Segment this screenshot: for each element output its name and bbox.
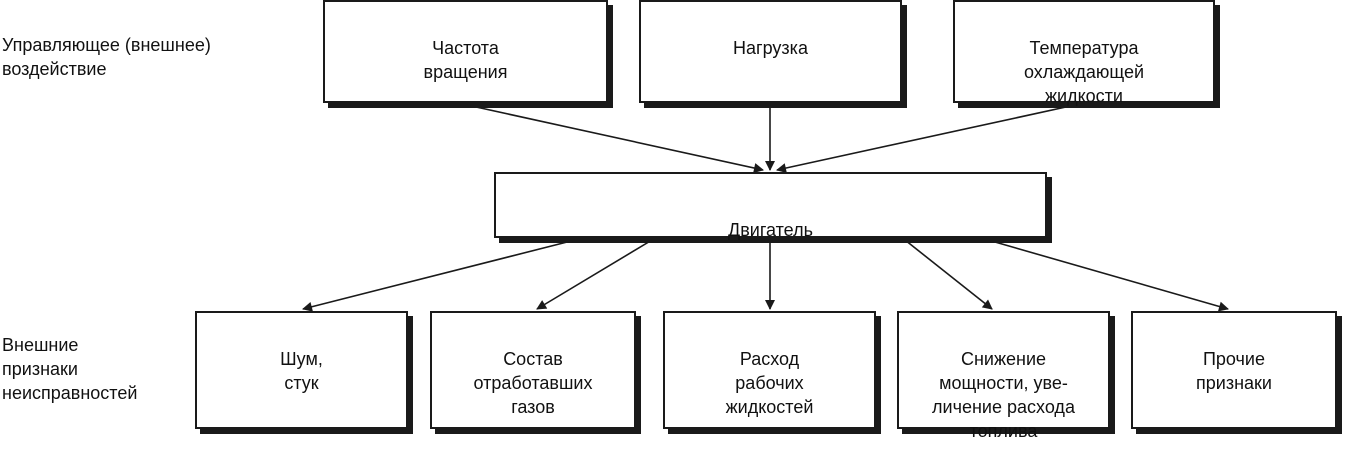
input-label: Частота вращения (423, 38, 508, 82)
input-box-rotation-speed: Частота вращения (323, 0, 608, 103)
arrow-rotation-to-engine (466, 104, 764, 173)
output-label: Прочие признаки (1196, 349, 1272, 393)
output-box-other-symptoms: Прочие признаки (1131, 311, 1337, 429)
input-label: Температура охлаждающей жидкости (1023, 38, 1145, 106)
engine-box: Двигатель (494, 172, 1047, 240)
output-box-exhaust-composition: Состав отработавших газов (430, 311, 636, 429)
output-box-noise: Шум, стук (195, 311, 408, 429)
input-box-load: Нагрузка (639, 0, 902, 103)
output-box-fluid-consumption: Расход рабочих жидкостей (663, 311, 876, 429)
input-label: Нагрузка (733, 38, 808, 58)
output-label: Состав отработавших газов (473, 349, 593, 417)
control-input-label: Управляющее (внешнее) воздействие (2, 35, 211, 79)
arrow-engine-to-power (904, 239, 993, 310)
input-box-coolant-temperature: Температура охлаждающей жидкости (953, 0, 1215, 106)
engine-label: Двигатель (728, 220, 813, 240)
arrow-coolant-to-engine (776, 104, 1076, 173)
output-box-power-loss: Снижение мощности, уве- личение расхода … (897, 311, 1110, 441)
connector-arrows (302, 104, 1229, 312)
arrow-engine-to-exhaust (536, 239, 653, 310)
output-label: Шум, стук (280, 349, 323, 393)
arrow-engine-to-noise (302, 239, 576, 312)
output-label: Расход рабочих жидкостей (725, 349, 814, 417)
arrow-engine-to-other (987, 239, 1229, 312)
external-symptoms-label: Внешние признаки неисправностей (2, 335, 138, 403)
